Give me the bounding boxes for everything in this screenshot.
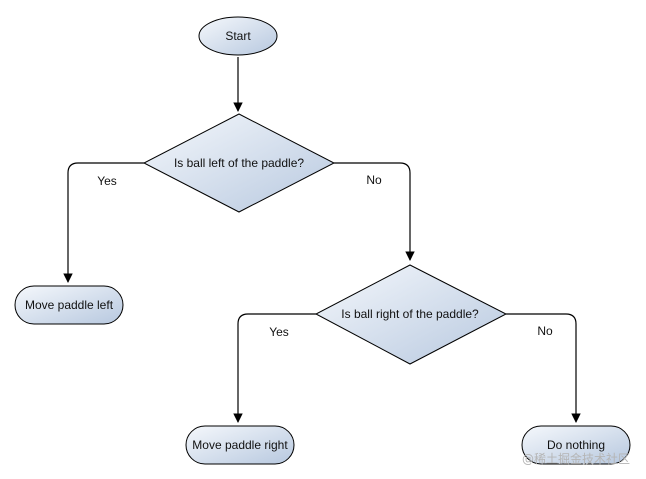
edge-label-yes-1: Yes <box>97 174 117 188</box>
watermark-text: @稀土掘金技术社区 <box>522 451 630 466</box>
move-paddle-left-node: Move paddle left <box>14 285 124 325</box>
decision-ball-right-label: Is ball right of the paddle? <box>341 307 479 321</box>
move-paddle-left-label: Move paddle left <box>25 298 114 312</box>
edge-decision-right-no <box>506 313 581 423</box>
edge-label-no-2: No <box>537 324 553 338</box>
move-paddle-right-node: Move paddle right <box>185 425 295 465</box>
edge-decision-right-yes <box>233 313 316 423</box>
do-nothing-label: Do nothing <box>547 438 605 452</box>
start-node: Start <box>198 16 278 56</box>
decision-ball-left: Is ball left of the paddle? <box>142 113 336 213</box>
decision-ball-right: Is ball right of the paddle? <box>314 264 508 365</box>
edge-label-yes-2: Yes <box>269 325 289 339</box>
start-label: Start <box>225 29 251 43</box>
edge-label-no-1: No <box>366 173 382 187</box>
decision-ball-left-label: Is ball left of the paddle? <box>174 156 304 170</box>
do-nothing-node: Do nothing <box>521 425 631 465</box>
move-paddle-right-label: Move paddle right <box>192 438 288 452</box>
edge-decision-left-yes <box>63 162 144 283</box>
edge-decision-left-no <box>334 162 415 261</box>
edges <box>63 57 581 423</box>
